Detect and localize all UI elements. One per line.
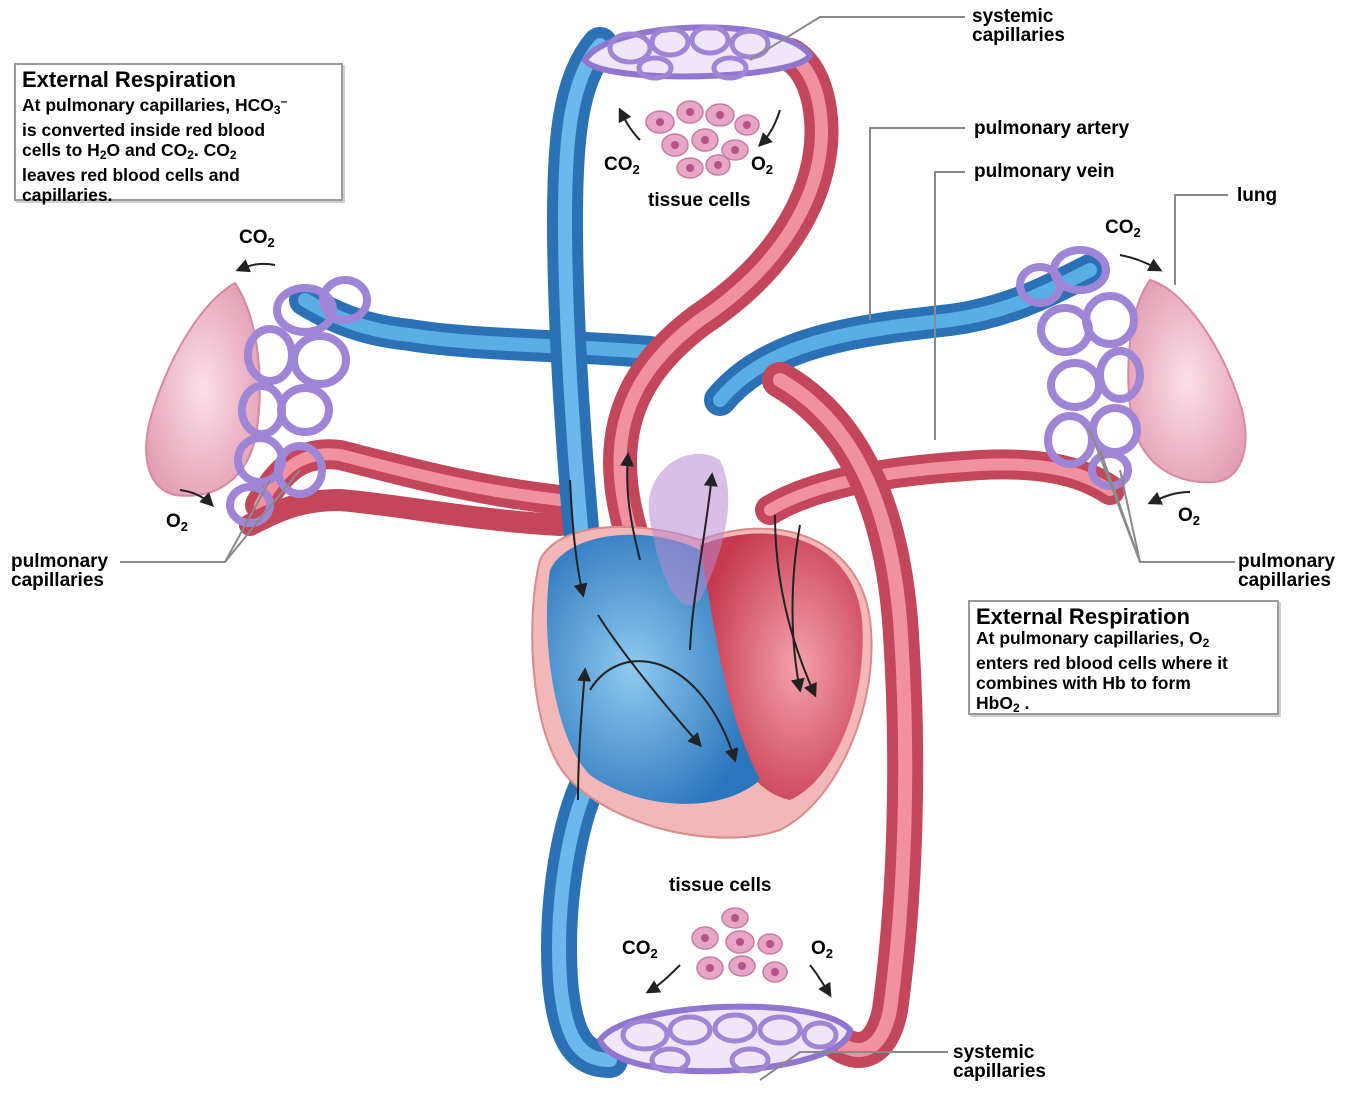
label-tissue-cells-bottom: tissue cells — [669, 876, 771, 895]
co2-label-bottom: CO2 — [622, 938, 658, 961]
co2-label-right-lung: CO2 — [1105, 217, 1141, 240]
left-pulmonary-vein — [250, 454, 560, 525]
info-box-left-title: External Respiration — [22, 68, 335, 91]
info-box-right: External Respiration At pulmonary capill… — [968, 600, 1279, 715]
right-lung — [1128, 280, 1245, 482]
o2-label-right-lung: O2 — [1178, 505, 1200, 528]
left-pulmonary-artery — [305, 300, 650, 352]
right-pulmonary-vein — [770, 464, 1110, 510]
o2-label-left-lung: O2 — [166, 511, 188, 534]
label-pulmonary-vein: pulmonary vein — [974, 162, 1114, 181]
left-lung — [146, 283, 260, 496]
bottom-systemic-capillary-bed — [600, 1007, 850, 1072]
label-pulmonary-capillaries-right: pulmonary capillaries — [1238, 552, 1335, 590]
co2-label-top: CO2 — [604, 154, 640, 177]
o2-label-top: O2 — [751, 154, 773, 177]
co2-label-left-lung: CO2 — [239, 227, 275, 250]
info-box-left-body: At pulmonary capillaries, HCO3– is conve… — [22, 91, 335, 205]
label-systemic-capillaries-bottom: systemic capillaries — [953, 1043, 1046, 1081]
label-lung: lung — [1237, 186, 1277, 205]
o2-label-bottom: O2 — [811, 938, 833, 961]
systemic-vein — [559, 780, 610, 1060]
info-box-right-body: At pulmonary capillaries, O2 enters red … — [976, 628, 1271, 718]
label-pulmonary-capillaries-left: pulmonary capillaries — [11, 552, 108, 590]
label-pulmonary-artery: pulmonary artery — [974, 119, 1129, 138]
label-systemic-capillaries-top: systemic capillaries — [972, 7, 1065, 45]
top-systemic-capillary-bed — [585, 27, 810, 78]
info-box-right-title: External Respiration — [976, 605, 1271, 628]
info-box-left: External Respiration At pulmonary capill… — [14, 63, 343, 201]
label-tissue-cells-top: tissue cells — [648, 191, 750, 210]
